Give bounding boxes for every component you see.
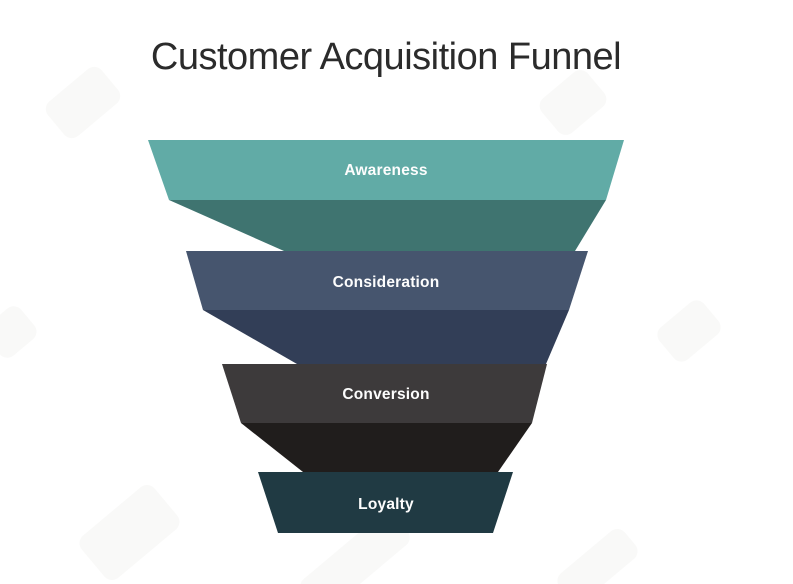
funnel-label-awareness: Awareness: [344, 162, 427, 179]
funnel-connector-awareness-consideration: [169, 200, 606, 251]
funnel-band-awareness: [148, 140, 624, 200]
funnel-label-conversion: Conversion: [342, 386, 429, 403]
funnel-label-consideration: Consideration: [333, 274, 440, 291]
page-title: Customer Acquisition Funnel: [150, 36, 622, 78]
funnel-band-loyalty: [258, 472, 513, 533]
funnel-band-consideration: [186, 251, 588, 310]
funnel-connector-conversion-loyalty: [241, 423, 532, 472]
funnel-band-conversion: [222, 364, 547, 423]
funnel-connector-consideration-conversion: [203, 310, 569, 364]
funnel-label-loyalty: Loyalty: [358, 496, 414, 513]
